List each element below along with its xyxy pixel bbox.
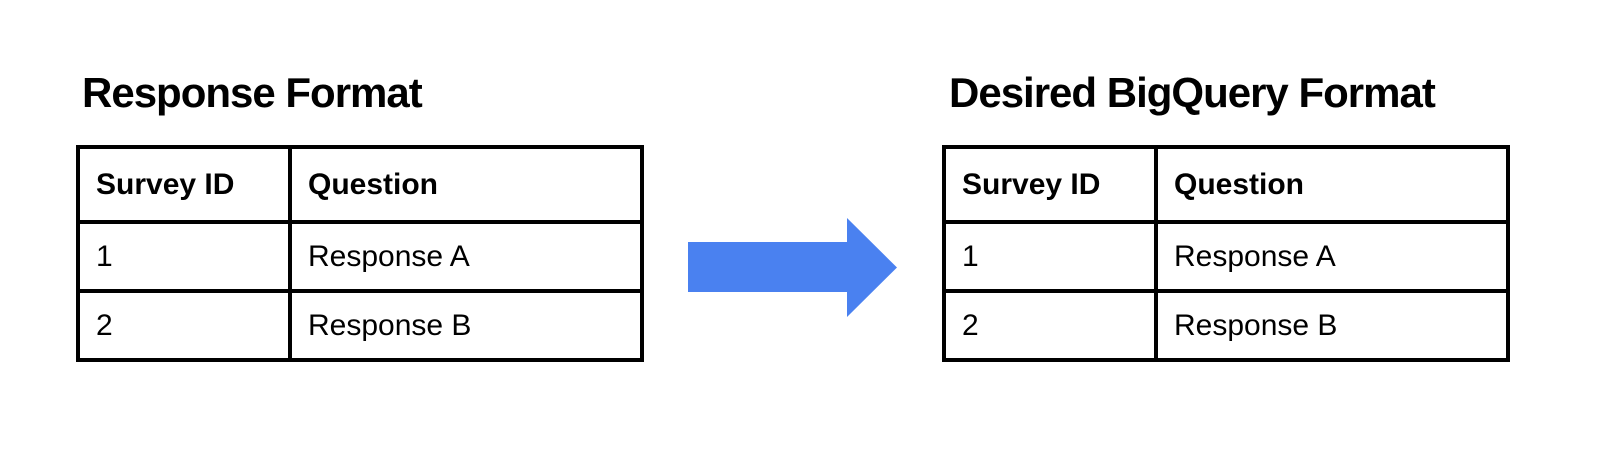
table-row: 2 Response B [942, 289, 1510, 362]
cell-question: Response B [1154, 289, 1510, 362]
bigquery-format-table: Survey ID Question 1 Response A 2 Respon… [942, 145, 1510, 362]
table-header-row: Survey ID Question [76, 145, 644, 224]
header-cell-survey-id: Survey ID [76, 145, 292, 224]
right-arrow-shape [688, 218, 897, 317]
cell-question: Response A [288, 220, 644, 293]
cell-question: Response A [1154, 220, 1510, 293]
table-header-row: Survey ID Question [942, 145, 1510, 224]
cell-question: Response B [288, 289, 644, 362]
cell-survey-id: 2 [942, 289, 1158, 362]
right-section-title: Desired BigQuery Format [949, 69, 1436, 116]
table-row: 1 Response A [76, 220, 644, 293]
table-row: 1 Response A [942, 220, 1510, 293]
header-cell-question: Question [288, 145, 644, 224]
cell-survey-id: 1 [942, 220, 1158, 293]
header-cell-question: Question [1154, 145, 1510, 224]
transform-arrow [688, 218, 897, 317]
cell-survey-id: 2 [76, 289, 292, 362]
header-cell-survey-id: Survey ID [942, 145, 1158, 224]
right-arrow-icon [688, 218, 897, 317]
left-section-title: Response Format [82, 69, 423, 116]
table-row: 2 Response B [76, 289, 644, 362]
response-format-table: Survey ID Question 1 Response A 2 Respon… [76, 145, 644, 362]
cell-survey-id: 1 [76, 220, 292, 293]
